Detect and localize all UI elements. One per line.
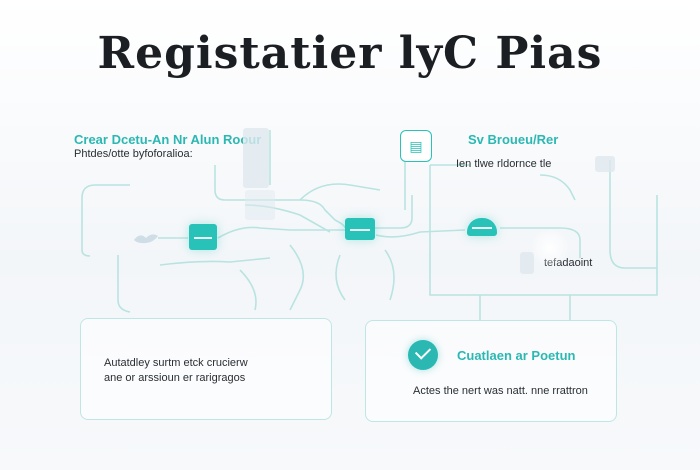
document-icon: ▤ (400, 130, 432, 162)
blurred-card-lower (520, 252, 534, 274)
node-tile-right (467, 218, 497, 236)
bottom-right-panel (365, 320, 617, 422)
bottom-right-subtext: Actes the nert was natt. nne rrattron (413, 385, 588, 397)
top-left-heading: Crear Dcetu-An Nr Alun Roour (74, 132, 262, 147)
bottom-left-line1: Autatdley surtm etck crucierw (104, 357, 248, 369)
top-right-heading: Sv Broueu/Rer (468, 132, 559, 147)
blurred-card-top (243, 128, 269, 188)
bottom-right-heading: Cuatlaen ar Poetun (457, 348, 576, 363)
check-circle-icon (408, 340, 438, 370)
top-right-subtext: Ien tlwe rldornce tle (456, 158, 552, 170)
bottom-left-panel (80, 318, 332, 420)
glow-spot (530, 228, 570, 268)
blurred-card-middle (245, 190, 275, 220)
node-tile-left (189, 224, 217, 250)
bottom-left-line2: ane or arssioun er rarigragos (104, 372, 246, 384)
top-left-subtext: Phtdes/otte byfoforalioa: (74, 148, 193, 160)
node-tile-center (345, 218, 375, 240)
diagram-title: Registatier lyC Pias (97, 28, 603, 79)
bird-icon (134, 234, 158, 244)
blurred-card-right (595, 156, 615, 172)
